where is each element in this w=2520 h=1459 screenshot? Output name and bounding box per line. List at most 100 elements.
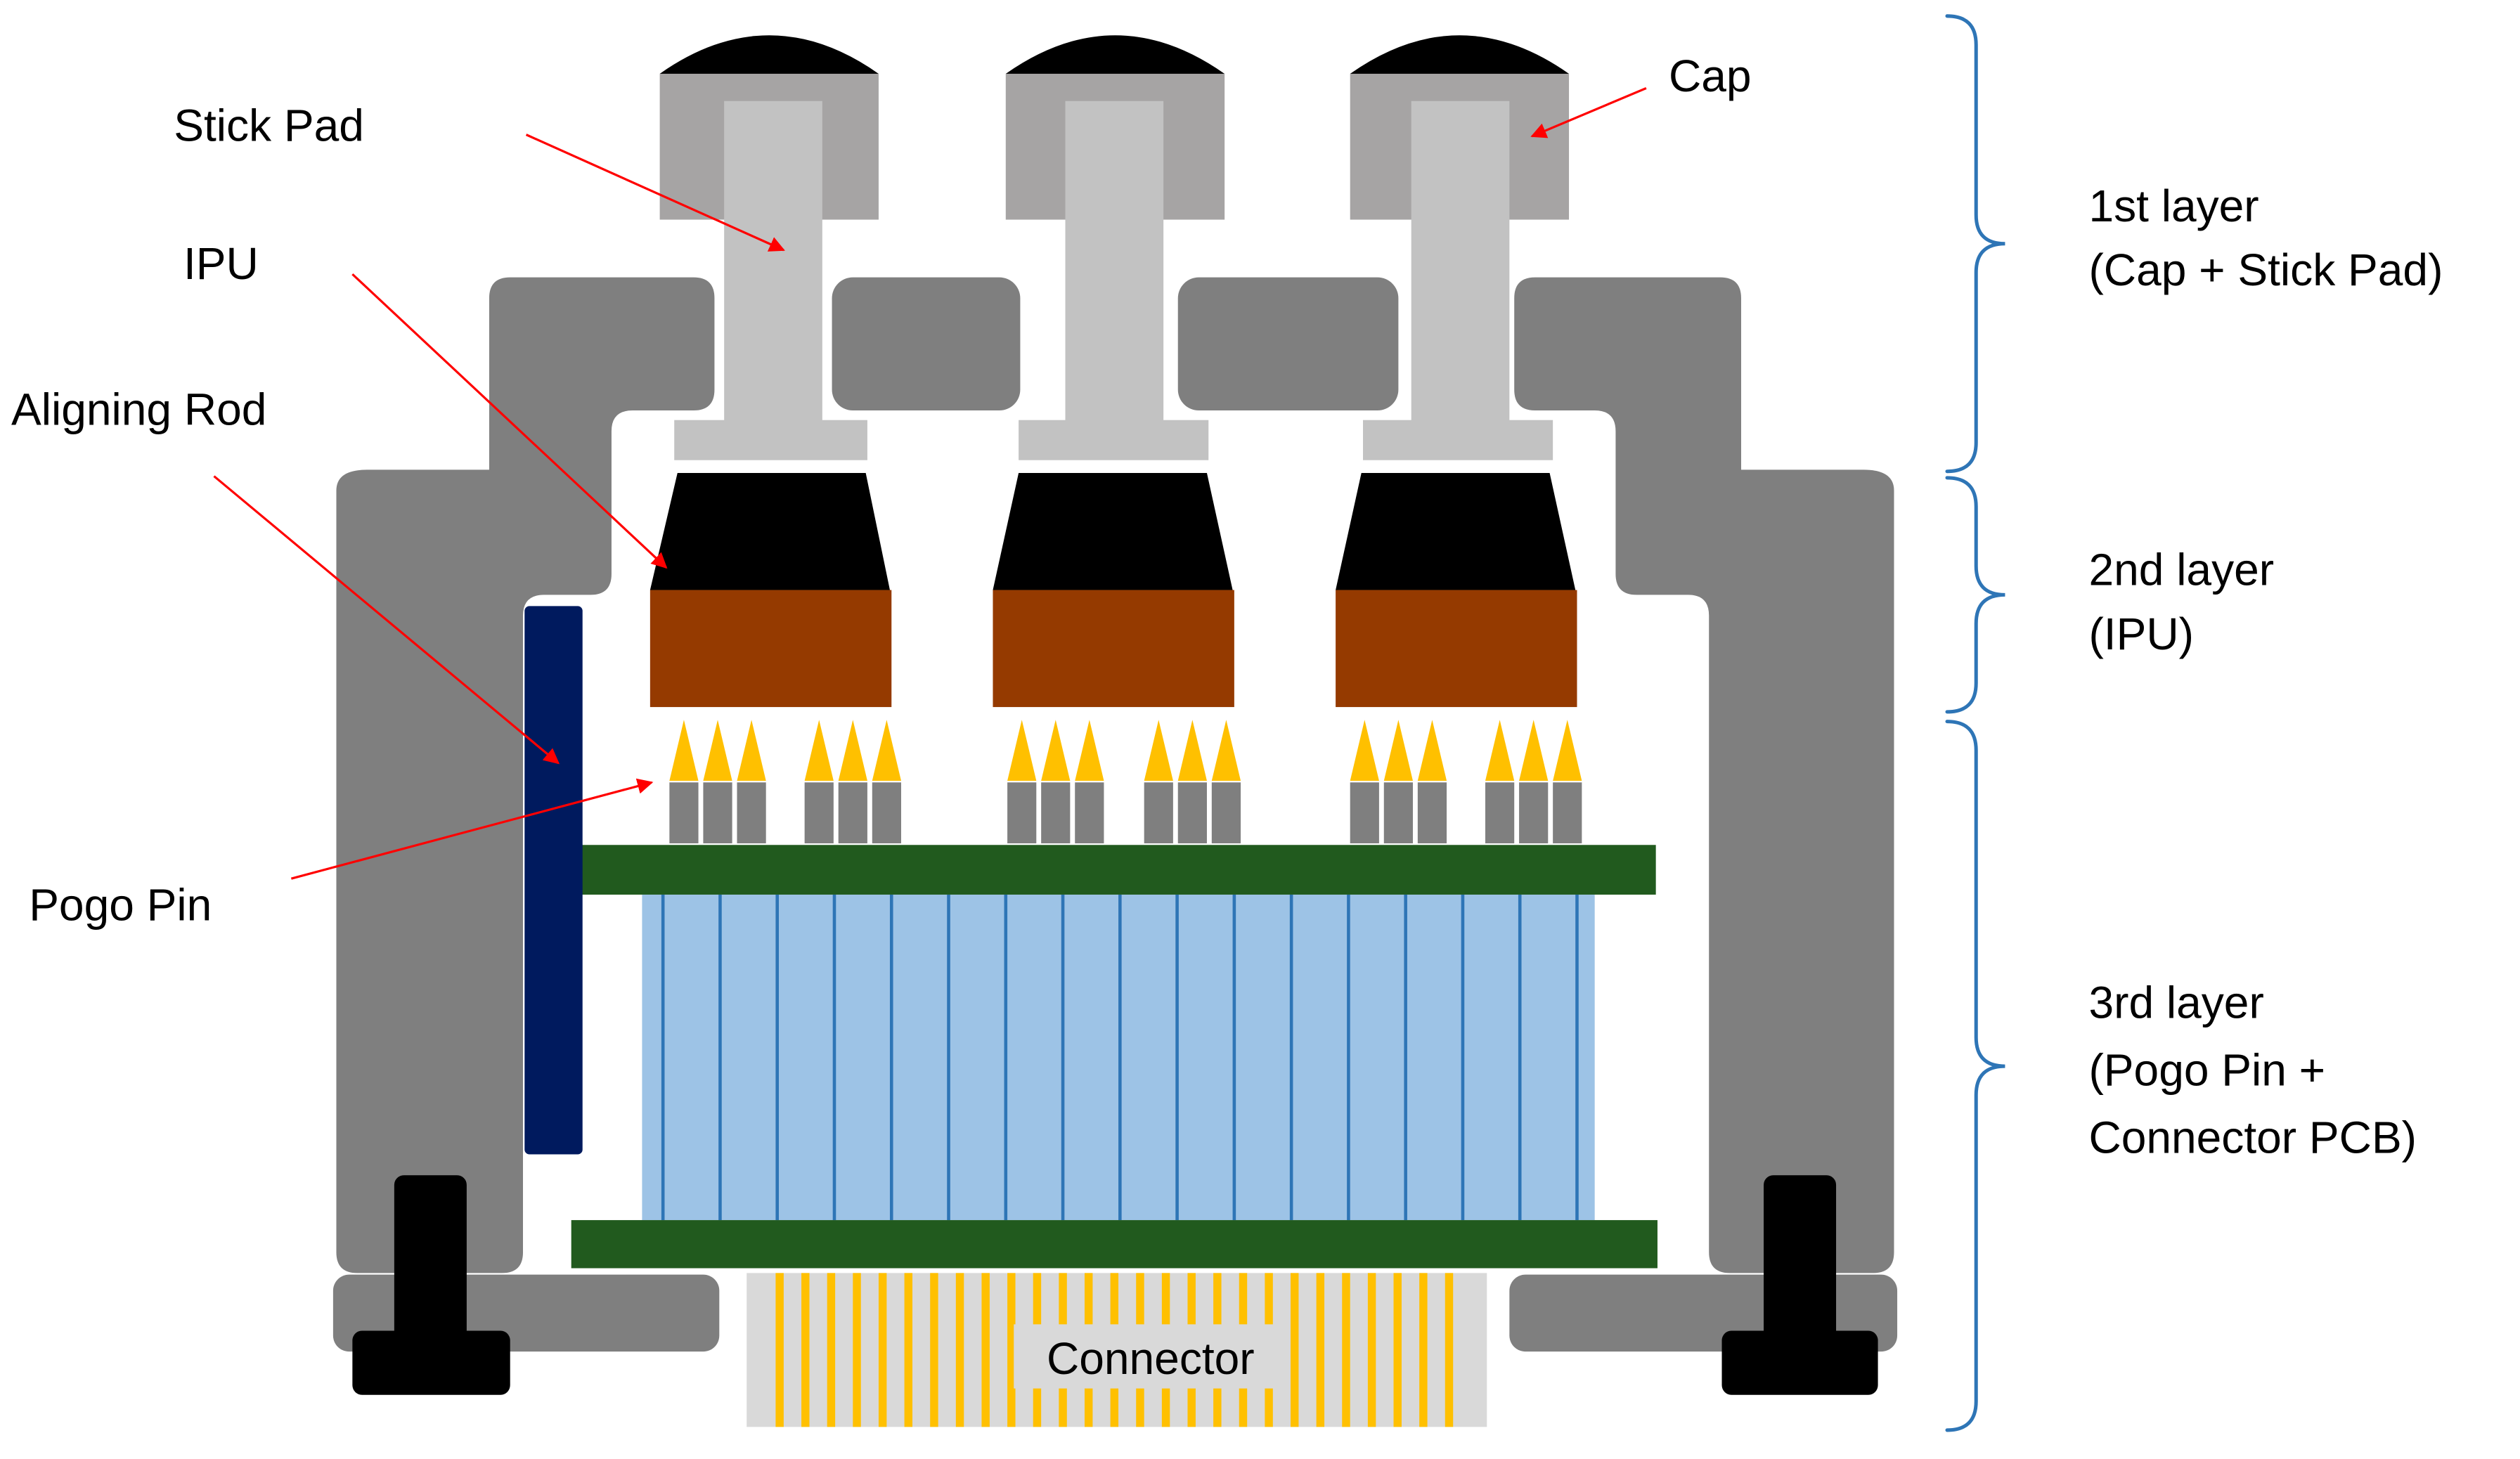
ipu-leader xyxy=(351,273,668,569)
ipu-1 xyxy=(650,472,892,708)
screw-left-head xyxy=(352,1330,510,1395)
pogo-pin-body xyxy=(1041,782,1071,843)
housing-top-block-right xyxy=(1177,277,1399,411)
connector-contact xyxy=(981,1273,990,1427)
pogo-pin-body xyxy=(1519,782,1549,843)
ipu-top xyxy=(993,472,1233,590)
connector-contact xyxy=(955,1273,964,1427)
connector-contact xyxy=(904,1273,913,1427)
connector-contact xyxy=(853,1273,861,1427)
connector-label: Connector xyxy=(1047,1333,1255,1384)
connector-contact xyxy=(1419,1273,1428,1427)
pogo-pin-tip xyxy=(1007,720,1037,782)
pogo-pin-body xyxy=(1007,782,1037,843)
stick-pad-foot xyxy=(1363,420,1553,460)
housing-top-block-left xyxy=(832,277,1021,411)
pogo-pin-body xyxy=(737,782,766,843)
ipu-2 xyxy=(993,472,1234,708)
housing-left-wall xyxy=(336,277,715,1273)
pogo-pin-tip xyxy=(1075,720,1104,782)
connector-contact xyxy=(1007,1273,1016,1427)
pogo-pin-tip xyxy=(1417,720,1447,782)
stick-pad-shaft xyxy=(1065,100,1164,425)
connector-contact xyxy=(801,1273,810,1427)
cap-dome xyxy=(1005,35,1225,74)
ipu-base xyxy=(1336,590,1577,708)
pogo-pin-label: Pogo Pin xyxy=(29,880,212,930)
pogo-pin-tip xyxy=(703,720,732,782)
pogo-pin-tip xyxy=(1485,720,1515,782)
pogo-pins xyxy=(669,720,1582,843)
connector-contact xyxy=(1445,1273,1454,1427)
stick-pad-2 xyxy=(1019,100,1209,460)
aligning-rod-label: Aligning Rod xyxy=(11,384,266,435)
connector-contact xyxy=(1316,1273,1325,1427)
connector-contact xyxy=(1342,1273,1350,1427)
layer-3-label-line: Connector PCB) xyxy=(2088,1112,2417,1162)
screw-right-head xyxy=(1721,1330,1878,1395)
pogo-pin-body xyxy=(1144,782,1173,843)
connector-contact xyxy=(878,1273,887,1427)
connector-contact xyxy=(1367,1273,1376,1427)
pogo-pin-tip xyxy=(872,720,901,782)
ipu-top xyxy=(1336,472,1576,590)
pogo-pin-tip xyxy=(1553,720,1582,782)
layer-1-label: 1st layer (Cap + Stick Pad) xyxy=(2088,181,2443,295)
pogo-pin-leader xyxy=(290,778,654,880)
pogo-pin-body xyxy=(1211,782,1241,843)
cap-label: Cap xyxy=(1669,51,1752,101)
pogo-pin-tip xyxy=(804,720,834,782)
layer-1-label-line: (Cap + Stick Pad) xyxy=(2088,245,2443,295)
screw-right-shaft xyxy=(1764,1175,1837,1344)
stick-pad-foot xyxy=(674,420,867,460)
bottom-pcb xyxy=(571,1220,1658,1269)
pogo-pin-body xyxy=(1553,782,1582,843)
pogo-pin-tip xyxy=(1350,720,1379,782)
layer-3-brace xyxy=(1945,720,2005,1432)
cap-leader xyxy=(1530,87,1647,138)
stick-pad-leader xyxy=(525,134,785,252)
pogo-pin-tip xyxy=(669,720,699,782)
connector-contact xyxy=(930,1273,938,1427)
connector-label-backdrop xyxy=(1014,1324,1288,1389)
pogo-pin-body xyxy=(669,782,699,843)
layer-3-label: 3rd layer (Pogo Pin + Connector PCB) xyxy=(2088,978,2417,1163)
layer-1-brace xyxy=(1945,14,2005,474)
stick-pad-1 xyxy=(674,100,867,460)
pogo-pin-body xyxy=(1485,782,1515,843)
pogo-pin-tip xyxy=(737,720,766,782)
pogo-pin-body xyxy=(1177,782,1207,843)
top-pcb xyxy=(566,845,1656,895)
cap-dome xyxy=(659,35,879,74)
ipu-3 xyxy=(1336,472,1577,708)
stick-pad-foot xyxy=(1019,420,1209,460)
connector-contact xyxy=(1290,1273,1299,1427)
ipu-base xyxy=(993,590,1234,708)
stick-pad-shaft xyxy=(724,100,822,425)
pogo-pin-body xyxy=(872,782,901,843)
screw-left-shaft xyxy=(394,1175,467,1344)
connector-contact xyxy=(827,1273,836,1427)
screw-left xyxy=(352,1175,510,1395)
pogo-pin-body xyxy=(1075,782,1104,843)
leader-lines xyxy=(213,87,1647,880)
stick-pad-shaft xyxy=(1411,100,1510,425)
pogo-pin-body xyxy=(1383,782,1413,843)
ipu-top xyxy=(650,472,890,590)
pogo-pin-body xyxy=(703,782,732,843)
stick-pad-3 xyxy=(1363,100,1553,460)
pogo-pin-tip xyxy=(1041,720,1071,782)
pogo-pin-body xyxy=(1417,782,1447,843)
screw-right xyxy=(1721,1175,1878,1395)
pogo-pin-body xyxy=(804,782,834,843)
cap-dome xyxy=(1350,35,1570,74)
ipu-base xyxy=(650,590,892,708)
ipu-label: IPU xyxy=(183,238,259,289)
layer-2-label-line: (IPU) xyxy=(2088,609,2194,659)
layer-2-brace xyxy=(1945,476,2005,714)
pogo-pin-body xyxy=(838,782,867,843)
layer-3-label-line: (Pogo Pin + xyxy=(2088,1045,2325,1096)
connector-contact xyxy=(775,1273,784,1427)
pogo-pin-tip xyxy=(838,720,867,782)
